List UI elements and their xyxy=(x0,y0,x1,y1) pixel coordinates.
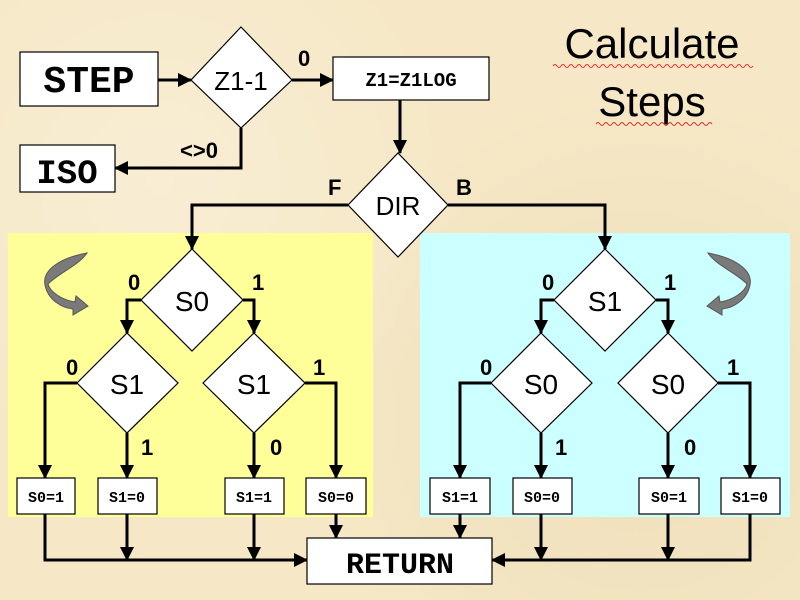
label-fwd-s1l-0: 0 xyxy=(66,355,78,380)
rotate-clockwise-icon xyxy=(44,252,89,316)
label-bwd-s0r-1: 1 xyxy=(727,355,739,380)
bwd-s0-left-label: S0 xyxy=(524,369,558,400)
label-z1-zero: 0 xyxy=(298,46,310,71)
label-fwd-s0-0: 0 xyxy=(128,270,140,295)
dir-label: DIR xyxy=(376,191,421,221)
fwd-s1-right-label: S1 xyxy=(237,369,271,400)
label-bwd-s0l-1: 1 xyxy=(555,435,567,460)
label-fwd-s1r-0: 0 xyxy=(270,435,282,460)
label-fwd-s1r-1: 1 xyxy=(313,355,325,380)
connectors xyxy=(38,73,757,567)
z1-check-decision: Z1-1 xyxy=(190,26,293,129)
title-line2: Steps xyxy=(598,78,705,125)
label-bwd-s1-0: 0 xyxy=(542,270,554,295)
bwd-box-s0-1: S0=1 xyxy=(651,490,687,507)
fwd-s0-decision: S0 xyxy=(140,248,244,352)
label-fwd-s0-1: 1 xyxy=(252,270,264,295)
label-z1-nonzero: <>0 xyxy=(180,138,218,163)
iso-label: ISO xyxy=(36,156,97,194)
step-label: STEP xyxy=(43,61,134,104)
bwd-box-s0-0: S0=0 xyxy=(524,490,560,507)
title-line1: Calculate xyxy=(564,20,739,67)
spellcheck-underline xyxy=(595,122,713,126)
label-dir-f: F xyxy=(328,175,341,200)
rotate-counterclockwise-icon xyxy=(706,252,751,316)
branch-labels: 0 <>0 F B 0 1 0 1 0 1 0 1 0 1 0 1 xyxy=(66,46,739,460)
bwd-box-s1-1: S1=1 xyxy=(442,490,478,507)
label-dir-b: B xyxy=(456,175,472,200)
fwd-box-s1-0: S1=0 xyxy=(109,490,145,507)
label-fwd-s1l-1: 1 xyxy=(141,435,153,460)
fwd-s1-right-decision: S1 xyxy=(202,332,306,434)
z1-check-label: Z1-1 xyxy=(214,66,267,96)
fwd-s1-left-label: S1 xyxy=(110,369,144,400)
return-label: RETURN xyxy=(346,549,454,583)
z1-assign-label: Z1=Z1LOG xyxy=(365,70,456,92)
return-node: RETURN xyxy=(306,537,493,585)
bwd-box-s1-0: S1=0 xyxy=(732,490,768,507)
step-node: STEP xyxy=(19,51,159,107)
bwd-s0-right-decision: S0 xyxy=(617,332,719,434)
bwd-s0-left-decision: S0 xyxy=(490,332,593,434)
bwd-s0-right-label: S0 xyxy=(651,369,685,400)
iso-node: ISO xyxy=(19,144,116,194)
label-bwd-s1-1: 1 xyxy=(664,270,676,295)
fwd-box-s0-0: S0=0 xyxy=(318,490,354,507)
action-boxes: S0=1 S1=0 S1=1 S0=0 S1=1 S0=0 S0=1 S1=0 xyxy=(16,477,781,515)
bwd-s1-decision: S1 xyxy=(553,248,657,352)
fwd-box-s0-1: S0=1 xyxy=(28,490,64,507)
label-bwd-s0r-0: 0 xyxy=(684,435,696,460)
fwd-box-s1-1: S1=1 xyxy=(236,490,272,507)
bwd-s1-label: S1 xyxy=(588,286,622,317)
label-bwd-s0l-0: 0 xyxy=(480,355,492,380)
z1-assign-node: Z1=Z1LOG xyxy=(332,56,490,101)
fwd-s1-left-decision: S1 xyxy=(76,332,179,434)
spellcheck-underline xyxy=(552,64,754,68)
fwd-s0-label: S0 xyxy=(175,286,209,317)
dir-decision: DIR xyxy=(347,152,449,258)
